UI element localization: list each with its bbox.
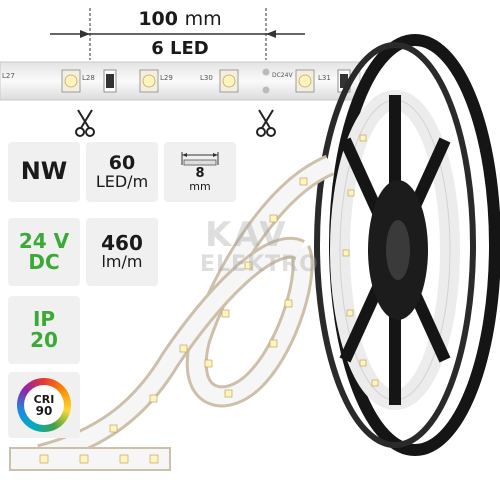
length-label: 100 mm (100, 8, 260, 30)
density-box: 60 LED/m (86, 142, 158, 202)
ip-rating-box: IP 20 (8, 296, 80, 364)
cri-label: CRI (33, 392, 55, 406)
width-value: 8 (195, 166, 205, 182)
length-unit: mm (184, 8, 222, 30)
cri-value: 90 (35, 403, 53, 418)
led-chip (219, 69, 239, 93)
density-value: 60 (108, 151, 136, 174)
strip-label-l31: L31 (318, 74, 331, 82)
lumen-box: 460 lm/m (86, 218, 158, 286)
width-box: 8 mm (164, 142, 236, 202)
voltage-line1: 24 V (18, 229, 70, 253)
color-temp-box: NW (8, 142, 80, 202)
led-strip-straight (0, 61, 361, 101)
ip-line1: IP (32, 307, 56, 331)
solder-pads (262, 68, 270, 94)
length-value: 100 (138, 8, 178, 30)
color-temp-value: NW (20, 157, 68, 186)
watermark-line1: KAV (205, 215, 288, 255)
width-unit: mm (189, 180, 211, 194)
strip-label-l27: L27 (2, 72, 15, 80)
watermark-line2: ELEKTRO (200, 252, 319, 277)
ip-line2: 20 (30, 328, 58, 352)
led-chip (139, 69, 159, 93)
strip-end (9, 447, 171, 471)
strip-label-dc24v: DC24V (272, 72, 293, 79)
resistor (103, 69, 117, 93)
strip-label-l28: L28 (82, 74, 95, 82)
strip-label-l30: L30 (200, 74, 213, 82)
voltage-box: 24 V DC (8, 218, 80, 286)
lumen-unit: lm/m (101, 252, 143, 272)
lumen-value: 460 (101, 231, 143, 256)
dimension-graphic (50, 8, 305, 60)
strip-width-icon (181, 152, 219, 166)
cri-box: CRI 90 (8, 372, 80, 438)
led-chip (61, 69, 81, 93)
voltage-line2: DC (28, 250, 60, 274)
strip-label-l29: L29 (160, 74, 173, 82)
density-unit: LED/m (95, 171, 149, 191)
cri-color-wheel-icon: CRI 90 (17, 378, 71, 432)
scissors-icon (256, 109, 276, 137)
led-count-label: 6 LED (151, 38, 209, 59)
led-chip (295, 69, 315, 93)
scissors-icon (75, 109, 95, 137)
